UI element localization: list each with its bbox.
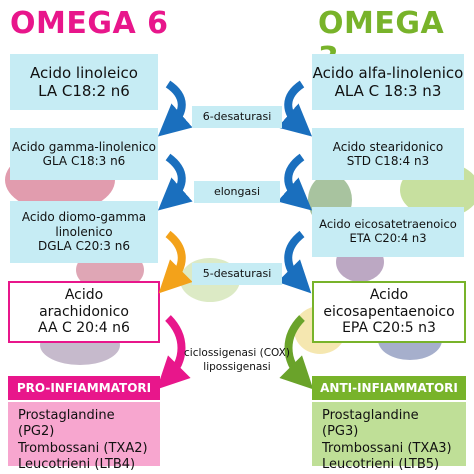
- right-step-1-formula: ALA C 18:3 n3: [334, 82, 442, 100]
- right-step-4-epa-box: Acido eicosapentaenoico EPA C20:5 n3: [312, 281, 466, 343]
- left-step-4-formula: AA C 20:4 n6: [38, 320, 130, 337]
- left-step-4-name-line1: Acido: [64, 286, 104, 303]
- omega6-title: OMEGA 6: [10, 6, 169, 41]
- enzyme-6-desaturasi: 6-desaturasi: [192, 106, 282, 128]
- pro-result-3: Leucotrieni (LTB4): [18, 456, 136, 472]
- enzyme-cox-label: ciclossigenasi (COX): [184, 347, 290, 359]
- right-step-2-formula: STD C18:4 n3: [346, 154, 430, 168]
- pro-result-2: Trombossani (TXA2): [18, 440, 148, 456]
- anti-result-1: Prostaglandine (PG3): [322, 408, 419, 440]
- right-step-1-name: Acido alfa-linolenico: [312, 64, 464, 82]
- right-arrow-2: [277, 153, 313, 211]
- right-arrow-4: [279, 315, 314, 390]
- anti-inflammatory-banner: ANTI-INFIAMMATORI: [312, 376, 466, 400]
- anti-result-3: Leucotrieni (LTB5): [322, 456, 440, 472]
- left-step-2-gla-box: Acido gamma-linolenico GLA C18:3 n6: [10, 128, 158, 180]
- right-arrow-3: [277, 230, 312, 294]
- right-step-3-formula: ETA C20:4 n3: [349, 231, 427, 245]
- right-step-2-std-box: Acido stearidonico STD C18:4 n3: [312, 128, 464, 180]
- right-step-2-name: Acido stearidonico: [332, 139, 444, 154]
- left-step-1-name: Acido linoleico: [30, 64, 138, 82]
- pro-result-1: Prostaglandine (PG2): [18, 408, 115, 440]
- right-step-1-ala-box: Acido alfa-linolenico ALA C 18:3 n3: [312, 54, 464, 110]
- left-arrow-2: [157, 153, 193, 211]
- left-step-2-formula: GLA C18:3 n6: [42, 154, 126, 168]
- right-step-4-name-line1: Acido: [369, 286, 409, 303]
- left-step-2-name: Acido gamma-linolenico: [12, 139, 156, 154]
- left-step-3-name-line1: Acido diomo-gamma: [21, 210, 147, 225]
- right-step-3-name: Acido eicosatetraenoico: [319, 217, 457, 232]
- left-arrow-1: [157, 80, 193, 137]
- enzyme-cox-lox: ciclossigenasi (COX) lipossigenasi: [172, 347, 302, 374]
- left-step-3-formula: DGLA C20:3 n6: [38, 239, 130, 254]
- enzyme-lox-label: lipossigenasi: [203, 360, 271, 373]
- enzyme-5-desaturasi: 5-desaturasi: [192, 263, 282, 285]
- pro-inflammatory-banner: PRO-INFIAMMATORI: [8, 376, 160, 400]
- right-arrow-1: [277, 80, 313, 137]
- left-step-4-aa-box: Acido arachidonico AA C 20:4 n6: [8, 281, 160, 343]
- left-step-3-dgla-box: Acido diomo-gamma linolenico DGLA C20:3 …: [10, 201, 158, 263]
- anti-result-2: Trombossani (TXA3): [322, 440, 452, 456]
- left-arrow-3: [158, 230, 193, 294]
- right-step-4-name-line2: eicosapentaenoico: [323, 303, 455, 320]
- anti-inflammatory-results: Prostaglandine (PG3) Trombossani (TXA3) …: [312, 402, 466, 472]
- right-step-3-eta-box: Acido eicosatetraenoico ETA C20:4 n3: [312, 207, 464, 257]
- left-step-3-name-line2: linolenico: [55, 224, 113, 239]
- left-step-1-formula: LA C18:2 n6: [38, 82, 130, 100]
- left-arrow-4: [156, 315, 191, 390]
- left-step-4-name-line2: arachidonico: [39, 303, 129, 320]
- left-step-1-linoleic-box: Acido linoleico LA C18:2 n6: [10, 54, 158, 110]
- pro-inflammatory-results: Prostaglandine (PG2) Trombossani (TXA2) …: [8, 402, 160, 472]
- right-step-4-formula: EPA C20:5 n3: [342, 320, 436, 337]
- enzyme-elongasi: elongasi: [194, 181, 280, 203]
